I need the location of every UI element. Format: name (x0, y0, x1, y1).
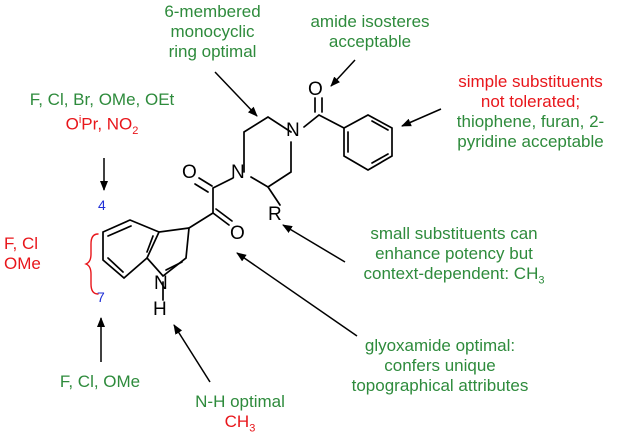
glyoxamide-co-2 (212, 208, 233, 226)
arrow-small-subst (282, 224, 346, 263)
note-position-7: F, Cl, OMe (59, 372, 141, 391)
indole-pyrrole (145, 227, 190, 278)
note-ring-size: 6-membered monocyclic ring optimal (164, 2, 261, 61)
arrow-substituents (401, 108, 442, 127)
atom-h-indole: H (153, 299, 167, 320)
glyoxamide-co-1 (194, 177, 213, 193)
arrow-nh (173, 324, 211, 383)
benzoyl-benzene (343, 114, 393, 171)
note-position-4: F, Cl, Br, OMe, OEt OiPr, NO2 (2, 90, 202, 141)
r-bond (267, 186, 281, 206)
piperazine-ring (243, 115, 292, 188)
arrow-glyoxamide (236, 252, 358, 337)
indole-pyrrole-inner (165, 261, 183, 271)
atom-o-right: O (230, 223, 245, 244)
amide-carbonyl (314, 97, 323, 113)
nh-red-alt: CH3 (224, 412, 256, 435)
note-small-substituents: small substituents can enhance potency b… (344, 224, 564, 290)
amide-bond (303, 113, 345, 129)
context-dependent-line: context-dependent: CH3 (363, 264, 545, 287)
position-56-bracket (84, 233, 99, 295)
position-4-red-list: OiPr, NO2 (65, 114, 139, 138)
atom-o-amide: O (308, 79, 323, 100)
atom-r: R (268, 204, 282, 225)
note-aryl-substituents: simple substituents not tolerated; thiop… (456, 72, 605, 151)
note-position-56: F, Cl OMe (4, 234, 41, 273)
note-amide-isosteres: amide isosteres acceptable (310, 12, 430, 51)
arrow-ring-size (214, 71, 258, 117)
indole-benzene-inner (107, 225, 154, 273)
atom-n-top: N (286, 120, 300, 141)
benzene-inner-bonds (347, 120, 389, 164)
note-glyoxamide: glyoxamide optimal: confers unique topog… (351, 336, 529, 395)
atom-n-indole: N (154, 273, 168, 294)
indole-benzene (102, 219, 160, 280)
arrow-amide (330, 59, 356, 87)
position-7-number: 7 (97, 289, 105, 305)
note-nh: N-H optimal CH3 (185, 392, 295, 438)
atom-n-left: N (231, 162, 245, 183)
position-4-number: 4 (98, 197, 106, 213)
glyoxamide-bond-1 (188, 177, 234, 229)
atom-o-left: O (182, 162, 197, 183)
